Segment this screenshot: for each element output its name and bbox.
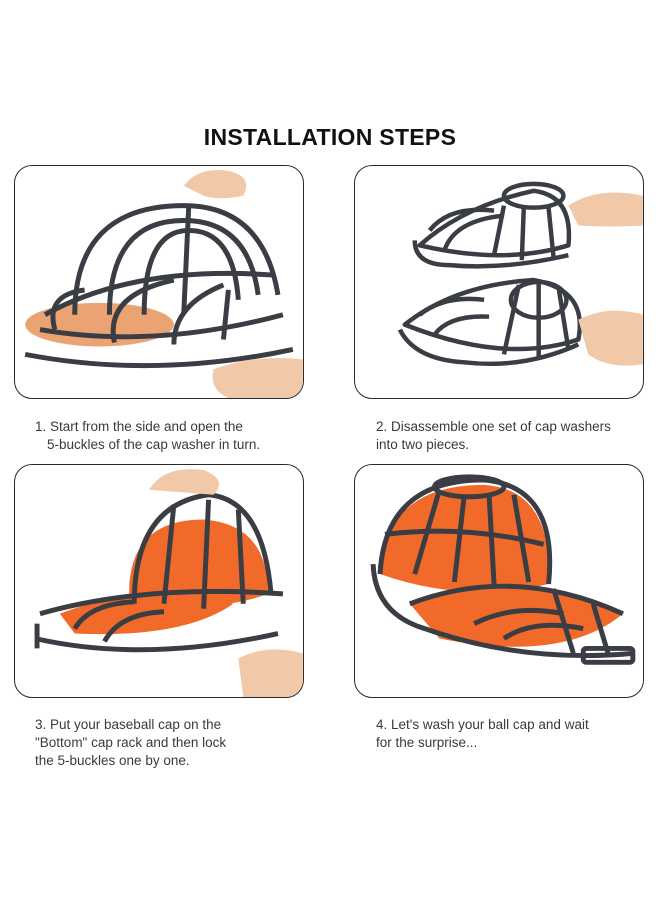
step-2-caption: 2. Disassemble one set of cap washers in… [376, 419, 611, 452]
step-1-caption: 1. Start from the side and open the 5-bu… [35, 419, 261, 452]
hand-image [183, 169, 247, 199]
step-4-caption: 4. Let's wash your ball cap and wait for… [376, 717, 589, 750]
cap-locked-illustration [370, 474, 636, 665]
step-4-image [354, 464, 644, 698]
cage-halves-illustration [397, 181, 643, 367]
step-1-image [14, 165, 304, 399]
step-3-image [14, 464, 304, 698]
step-2-image [354, 165, 644, 399]
hand-image [149, 469, 220, 495]
page-title: INSTALLATION STEPS [203, 124, 457, 150]
step-3-caption: 3. Put your baseball cap on the "Bottom"… [35, 717, 227, 768]
cap-on-rack-illustration [34, 469, 303, 697]
hand-image [568, 192, 643, 227]
orange-cap-image [380, 484, 549, 592]
cage-open-illustration [24, 169, 303, 398]
